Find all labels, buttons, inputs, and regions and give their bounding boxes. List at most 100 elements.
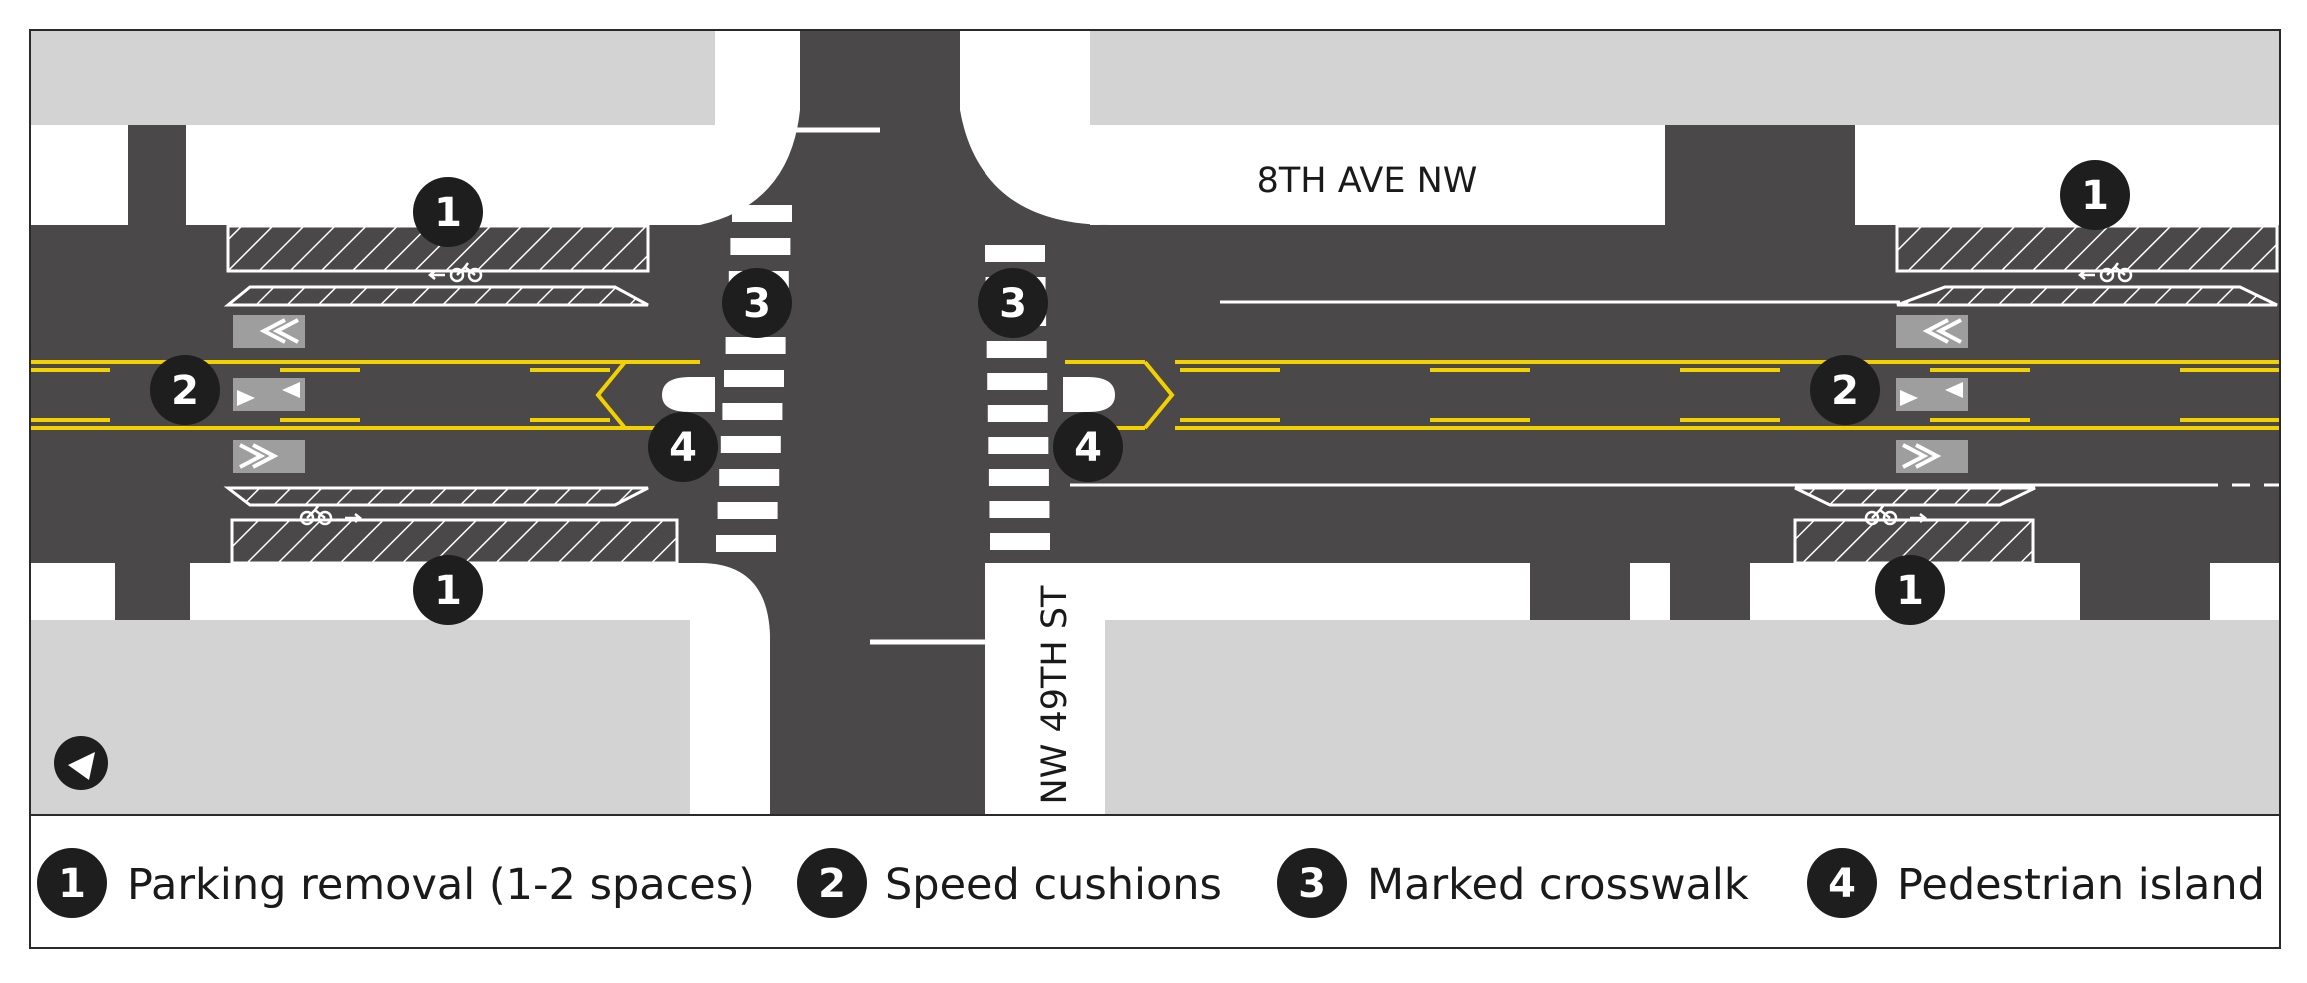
svg-text:1: 1 (434, 190, 462, 236)
bike-symbols (299, 262, 2133, 526)
speed-cushion-east-mid (1896, 378, 1968, 411)
svg-text:1: 1 (2081, 173, 2109, 219)
crosswalk-stripe (719, 469, 780, 486)
crosswalk-stripe (720, 436, 781, 453)
cross-street-label: NW 49TH ST (1035, 585, 1075, 804)
legend: 1 Parking removal (1-2 spaces) 2 Speed c… (29, 814, 2281, 949)
bike-icon (2077, 262, 2133, 283)
marker-speed-cushions-west: 2 (150, 355, 220, 425)
legend-item-pedestrian-island: 4 Pedestrian island (1807, 848, 2265, 918)
svg-text:1: 1 (1896, 568, 1924, 614)
crosswalk-stripe (988, 469, 1049, 486)
marker-parking-removal-ne: 1 (2060, 160, 2130, 230)
block-ne (1090, 30, 2280, 125)
crosswalk-stripe (724, 370, 784, 387)
crosswalk-stripe (987, 373, 1048, 390)
marker-parking-removal-nw: 1 (413, 177, 483, 247)
sidewalk-corner-ne (960, 30, 1115, 225)
crosswalk-stripe (985, 245, 1045, 262)
block-se (1105, 620, 2280, 815)
crosswalk-stripe (716, 535, 776, 552)
sidewalk-corner-nw (625, 30, 800, 225)
pedestrian-island-east (1063, 377, 1115, 412)
map-panel: 8TH AVE NW NW 49TH ST 1 1 1 1 2 2 3 3 4 … (30, 30, 2280, 815)
corner-sw-asphalt (700, 563, 770, 640)
crosswalk-stripe (730, 238, 791, 255)
driveway-se-3 (2080, 563, 2210, 620)
legend-number: 3 (1298, 861, 1326, 907)
cross-street-roadway (770, 30, 985, 815)
legend-marker (797, 848, 867, 918)
legend-item-speed-cushions: 2 Speed cushions (797, 848, 1222, 918)
hatch-zone-sw (230, 518, 679, 565)
hatch-zone-se (1793, 518, 2035, 565)
legend-marker (37, 848, 107, 918)
median-tip-west (595, 360, 627, 430)
pedestrian-island-west (662, 377, 715, 412)
legend-label: Marked crosswalk (1367, 860, 1749, 910)
speed-cushion-west-top (233, 315, 305, 348)
legend-item-parking-removal: 1 Parking removal (1-2 spaces) (37, 848, 755, 918)
hatch-zone-ne-buffer (1896, 285, 2278, 307)
crosswalk-stripe (725, 337, 786, 354)
marker-crosswalk-east: 3 (978, 268, 1048, 338)
svg-text:2: 2 (1831, 368, 1859, 414)
crosswalk-stripe (989, 501, 1050, 518)
alley-ne (1665, 125, 1855, 225)
speed-cushion-east-bottom (1896, 440, 1968, 473)
legend-label: Parking removal (1-2 spaces) (127, 860, 755, 910)
svg-text:4: 4 (1074, 425, 1102, 471)
speed-cushion-west-mid (233, 378, 305, 411)
legend-label: Speed cushions (885, 860, 1222, 910)
legend-box (29, 814, 2281, 949)
block-sw (30, 620, 690, 815)
median-tip-east (1143, 360, 1175, 430)
sidewalk-corner-sw (690, 563, 770, 815)
marker-pedestrian-island-east: 4 (1053, 412, 1123, 482)
crosswalk-stripe (987, 405, 1048, 422)
crosswalk-stripe (732, 205, 792, 222)
svg-text:3: 3 (999, 281, 1027, 327)
legend-number: 1 (58, 861, 86, 907)
crosswalk-stripe (986, 341, 1047, 358)
hatch-zone-se-buffer (1794, 486, 2036, 507)
driveway-se-2 (1670, 563, 1750, 620)
svg-text:4: 4 (669, 425, 697, 471)
legend-marker (1277, 848, 1347, 918)
svg-text:3: 3 (743, 281, 771, 327)
crosswalk-stripe (717, 502, 778, 519)
driveway-se-1 (1530, 563, 1630, 620)
bike-icon (299, 505, 363, 526)
svg-text:2: 2 (171, 368, 199, 414)
driveway-sw (115, 563, 190, 620)
marker-crosswalk-west: 3 (722, 268, 792, 338)
svg-text:1: 1 (434, 568, 462, 614)
crosswalk-stripe (990, 533, 1050, 550)
marker-parking-removal-se: 1 (1875, 555, 1945, 625)
alley-nw (128, 125, 186, 225)
bike-icon (1864, 505, 1928, 526)
crosswalk-stripe (722, 403, 783, 420)
speed-cushion-east-top (1896, 315, 1968, 348)
sidewalk-corner-se (1000, 563, 1105, 815)
legend-item-marked-crosswalk: 3 Marked crosswalk (1277, 848, 1749, 918)
marker-speed-cushions-east: 2 (1810, 355, 1880, 425)
speed-cushion-west-bottom (233, 440, 305, 473)
avenue-label: 8TH AVE NW (1257, 161, 1478, 201)
block-nw (30, 30, 715, 125)
legend-number: 2 (818, 861, 846, 907)
legend-number: 4 (1828, 861, 1856, 907)
crosswalk-stripe (988, 437, 1049, 454)
legend-label: Pedestrian island (1897, 860, 2265, 910)
parking-removal-zones (223, 224, 2279, 565)
hatch-zone-sw-buffer (223, 486, 649, 507)
bike-icon (427, 262, 483, 283)
hatch-zone-ne (1895, 224, 2279, 273)
speed-cushions (233, 315, 1968, 473)
hatch-zone-nw-buffer (223, 285, 649, 307)
marker-pedestrian-island-west: 4 (648, 412, 718, 482)
legend-marker (1807, 848, 1877, 918)
marker-parking-removal-sw: 1 (413, 555, 483, 625)
north-arrow-icon (54, 736, 108, 790)
